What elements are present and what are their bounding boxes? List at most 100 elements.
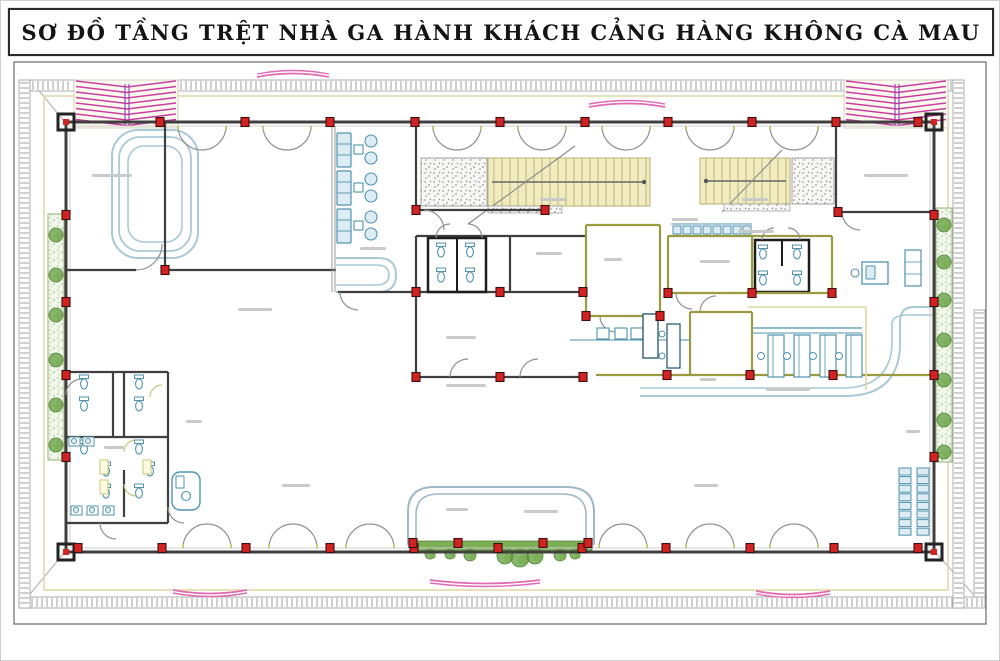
stall-door-arc <box>123 483 137 497</box>
desk-monitor <box>865 265 876 280</box>
door-arc <box>599 315 617 333</box>
room-label-smudge <box>446 336 476 339</box>
metal-detector <box>666 323 681 369</box>
agent-chair <box>809 352 817 360</box>
tick-band <box>973 309 986 598</box>
waiting-seat <box>898 527 912 536</box>
bush <box>503 553 513 563</box>
baggage-carousel <box>118 136 192 252</box>
waiting-seat <box>916 519 930 528</box>
column-marker <box>913 542 923 554</box>
column-marker <box>411 286 421 298</box>
wc-fixture <box>437 246 445 258</box>
canopy-arc <box>256 69 330 75</box>
waiting-seat <box>898 476 912 485</box>
bush <box>518 555 528 565</box>
door-arc <box>99 522 117 540</box>
column-marker <box>493 542 503 554</box>
sink-bowl <box>70 437 78 445</box>
corner-column <box>924 542 944 562</box>
canopy-arc <box>755 593 831 599</box>
bush <box>469 553 477 561</box>
waiting-seat <box>916 467 930 476</box>
arrival-belt <box>640 314 934 389</box>
column-marker <box>663 287 673 299</box>
column-marker <box>578 371 588 383</box>
wc-tank <box>436 267 446 272</box>
seat <box>702 225 712 235</box>
column-marker <box>240 116 250 128</box>
cafe-sofa <box>336 170 352 206</box>
column-marker <box>581 310 591 322</box>
column-marker <box>827 287 837 299</box>
wc-fixture <box>466 246 474 258</box>
seat <box>692 225 702 235</box>
room-label-smudge <box>360 247 386 250</box>
door-arc <box>435 223 451 239</box>
sink-bowl <box>84 437 92 445</box>
canopy-hatch <box>845 102 947 110</box>
bush <box>450 553 456 559</box>
column-marker <box>583 537 593 549</box>
column-marker <box>828 369 838 381</box>
column-marker <box>580 116 590 128</box>
wc-tank <box>134 396 144 401</box>
column-markers <box>61 116 939 554</box>
seat <box>712 225 722 235</box>
room-label-smudge <box>238 308 272 311</box>
room-label-smudge <box>92 174 132 177</box>
wc-fixture <box>793 274 801 286</box>
column-marker <box>495 286 505 298</box>
column-marker <box>745 542 755 554</box>
column-marker <box>578 286 588 298</box>
column-marker <box>61 451 71 463</box>
column-marker <box>325 116 335 128</box>
checkin-desk <box>845 334 863 378</box>
corner-column <box>56 112 76 132</box>
door-arc <box>467 223 483 239</box>
room-label-smudge <box>700 260 730 263</box>
xray-machine <box>642 313 659 359</box>
wc-tank <box>134 439 144 444</box>
column-marker <box>73 542 83 554</box>
door-arc <box>787 227 801 241</box>
canopy-arc-marks <box>172 69 831 599</box>
canopy-hatch <box>75 91 177 99</box>
cafe-chair <box>364 151 378 165</box>
wc-tank <box>792 244 802 249</box>
tick-band <box>952 79 965 609</box>
tick-band <box>18 79 31 609</box>
cafe-sofa <box>336 132 352 168</box>
cafe-chair <box>364 172 378 186</box>
desk-chair <box>180 490 192 502</box>
column-marker <box>411 204 421 216</box>
bush <box>533 553 543 563</box>
room-label-smudge <box>700 378 716 381</box>
waiting-seat <box>916 510 930 519</box>
stair-hatch <box>723 203 791 212</box>
title-block: SƠ ĐỒ TẦNG TRỆT NHÀ GA HÀNH KHÁCH CẢNG H… <box>8 8 994 56</box>
waiting-seat <box>916 493 930 502</box>
canopy-arc <box>755 590 831 596</box>
column-marker <box>325 542 335 554</box>
furniture <box>171 132 930 536</box>
scanner-dot <box>658 330 666 338</box>
room-label-smudge <box>186 420 202 423</box>
room-label-smudge <box>446 384 486 387</box>
door-arc <box>339 291 359 311</box>
column-marker <box>747 287 757 299</box>
corner-column <box>924 112 944 132</box>
cafe-counter <box>336 264 390 286</box>
staircases <box>420 145 835 225</box>
equipment-cabinet <box>904 249 922 287</box>
column-marker <box>540 204 550 216</box>
door-arc <box>699 295 717 313</box>
bush <box>943 260 951 268</box>
checkin-desk <box>793 334 811 378</box>
bush <box>943 418 951 426</box>
column-marker <box>157 542 167 554</box>
cafe-sofa <box>336 208 352 244</box>
stair-breakline <box>721 149 783 213</box>
canopy-arc <box>172 589 248 595</box>
